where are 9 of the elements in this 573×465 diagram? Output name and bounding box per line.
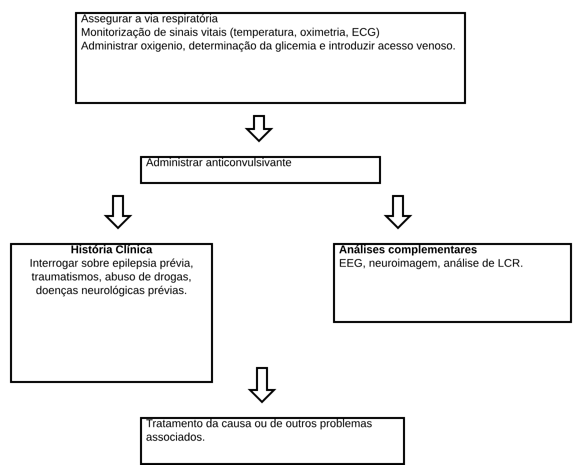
block-arrow — [104, 195, 132, 230]
process-box: Tratamento da causa ou de outros problemas associados. — [140, 417, 405, 465]
process-box: História Clínica Interrogar sobre epilepsia prévia, traumatismos, abuso de drogas, doenças neurológicas prévias. — [10, 243, 213, 383]
process-box: Assegurar a via respiratória Monitorização de sinais vitais (temperatura, oximetria, ECG) Administrar oxigenio, determinação da glicemia e introduzir acesso venoso. — [75, 12, 466, 104]
block-arrow — [248, 367, 276, 404]
block-arrow — [244, 115, 274, 142]
process-box: Análises complementares EEG, neuroimagem, análise de LCR. — [333, 243, 572, 323]
process-box: Administrar anticonvulsivante — [140, 156, 381, 184]
block-arrow — [384, 195, 412, 230]
